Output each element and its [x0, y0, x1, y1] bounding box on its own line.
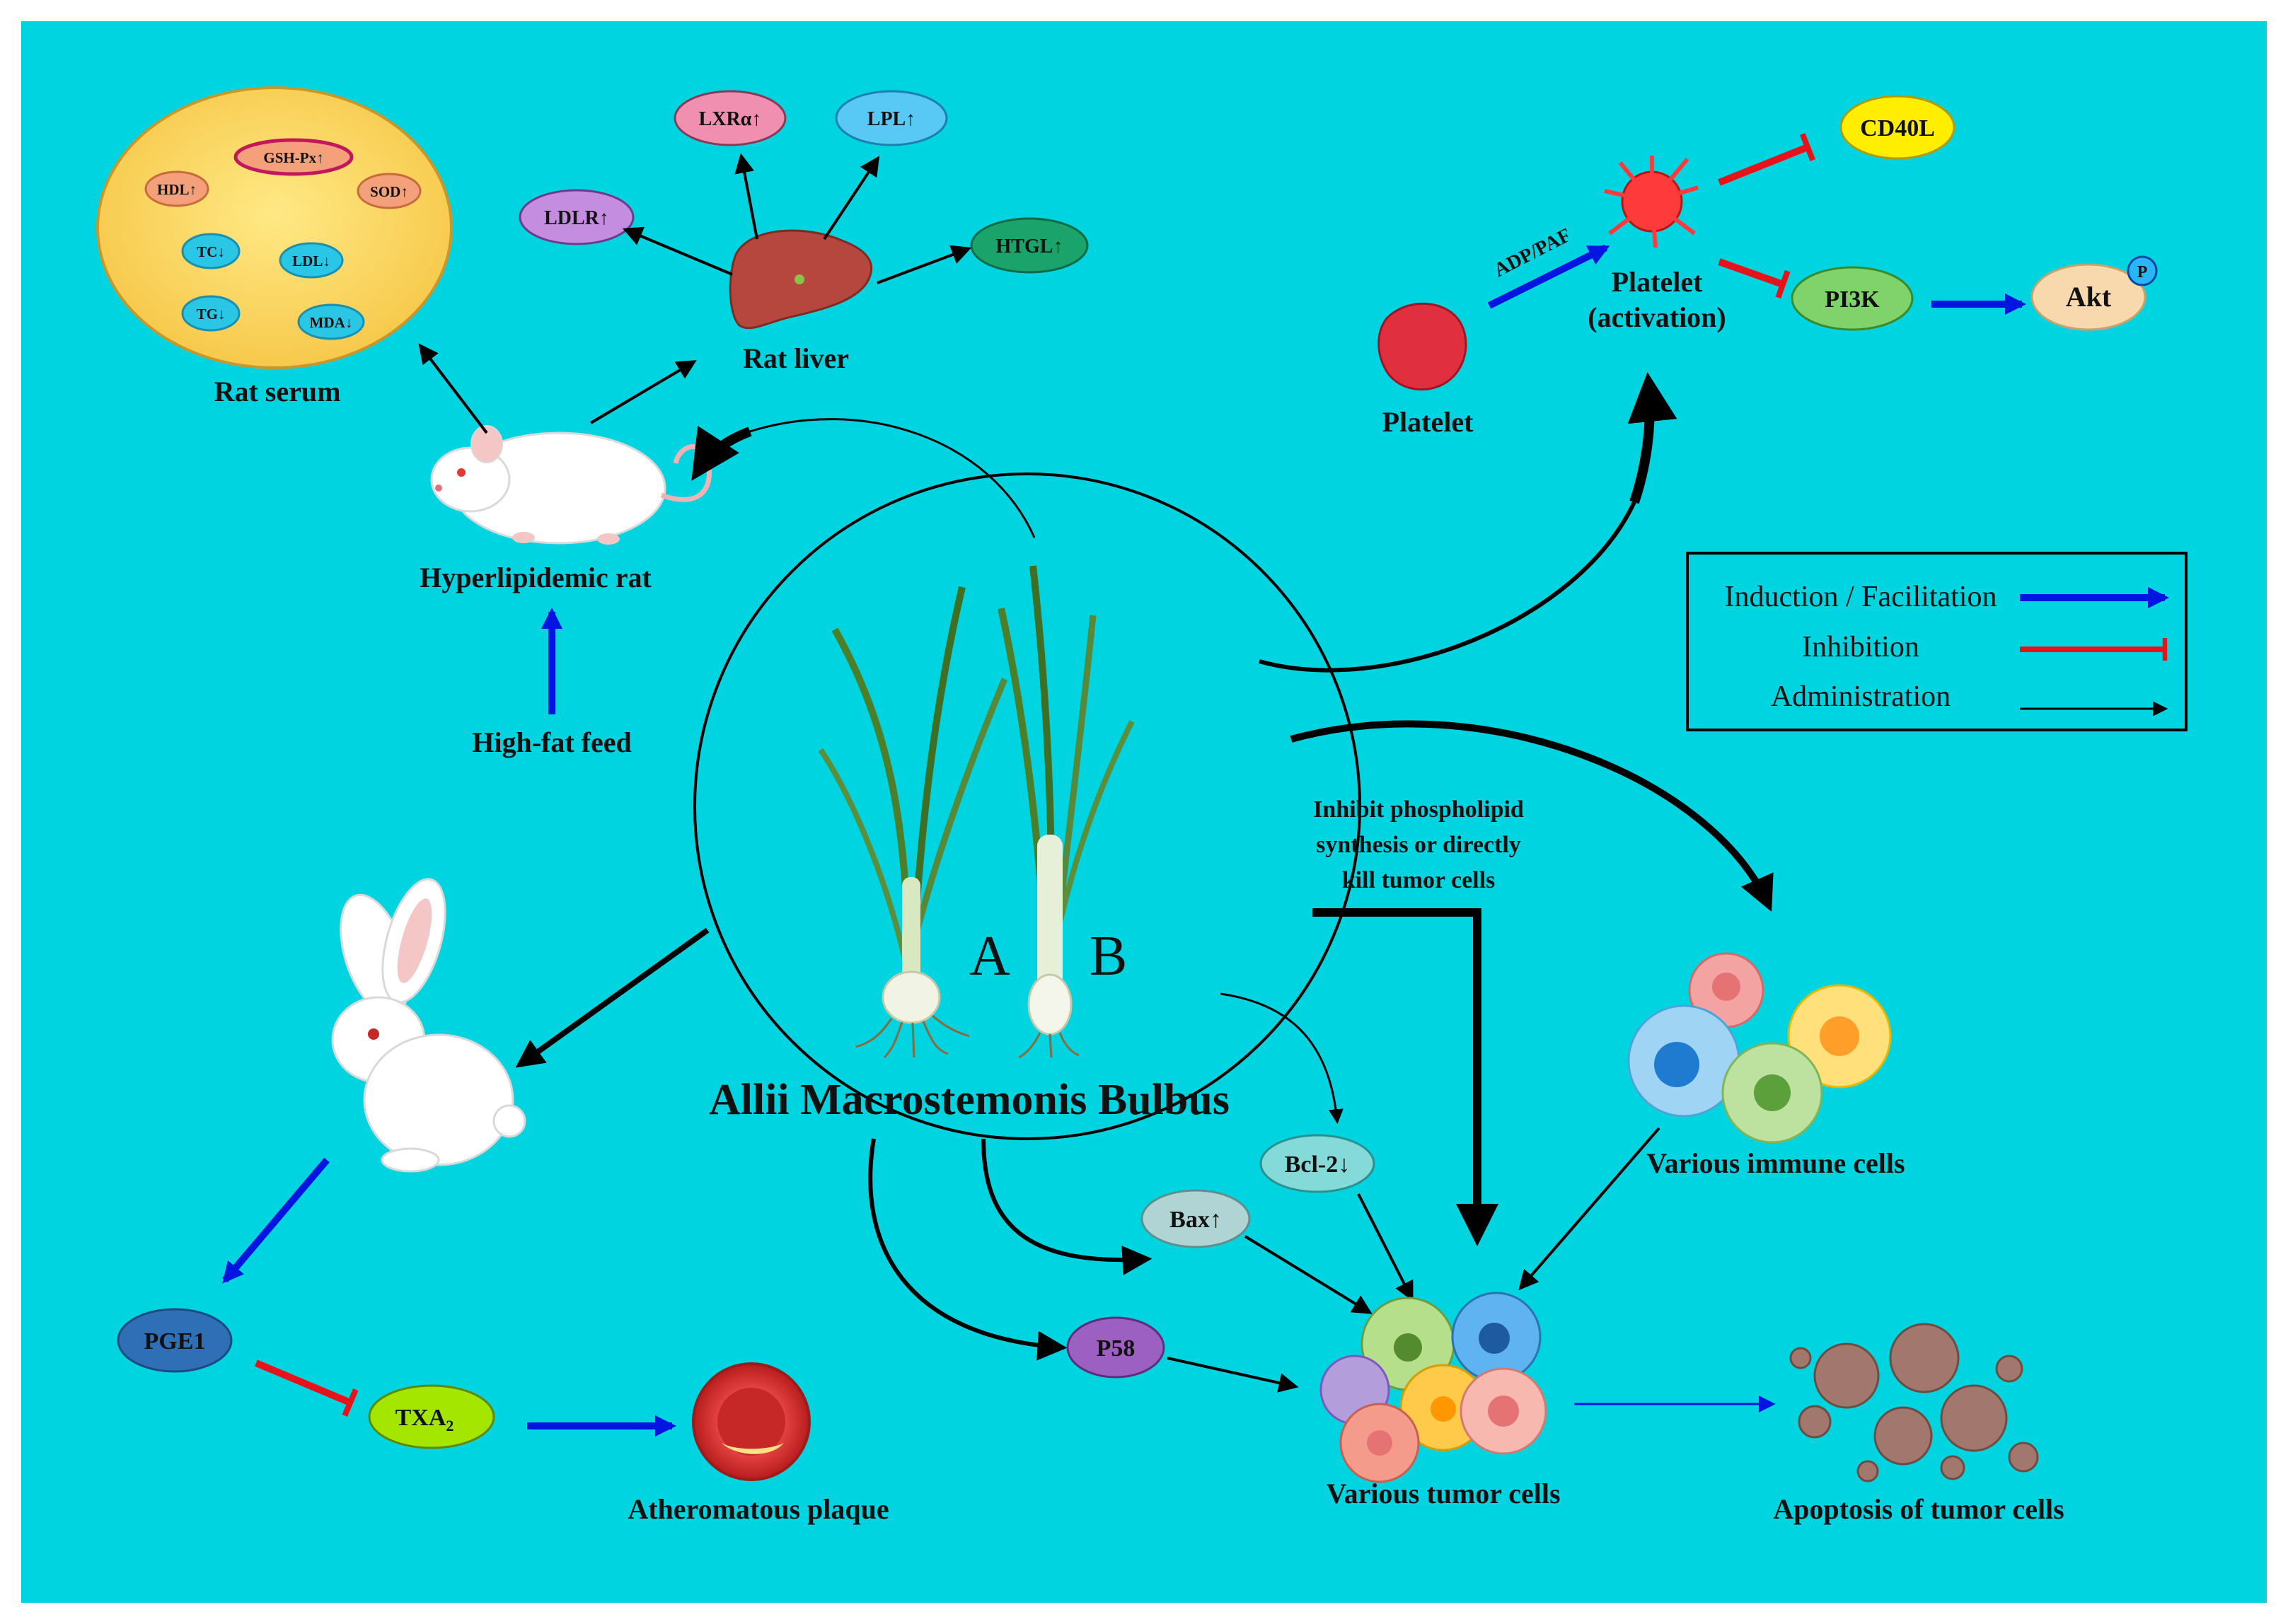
admin-to-bax-arrow: [981, 1138, 1152, 1275]
svg-text:HTGL↑: HTGL↑: [996, 236, 1063, 257]
liver-item-ldlr: LDLR↑: [519, 189, 635, 245]
svg-text:TXA2: TXA2: [395, 1405, 454, 1434]
liver-arrows: [622, 153, 972, 284]
hyperlipidemic-rat-label: Hyperlipidemic rat: [420, 562, 652, 593]
resting-platelet-icon: [1377, 302, 1467, 391]
svg-text:SOD↑: SOD↑: [370, 183, 408, 200]
admin-to-rabbit-arrow: [515, 927, 710, 1068]
akt-node: Akt P: [2030, 255, 2158, 331]
legend-induction-label: Induction / Facilitation: [1725, 581, 1997, 613]
plant-b-label: B: [1090, 925, 1127, 987]
phospho-badge: [2127, 255, 2158, 286]
admin-to-p58-arrow: [868, 1138, 1068, 1361]
liver-item-htgl: HTGL↑: [970, 217, 1089, 274]
immune-cells-label: Various immune cells: [1646, 1147, 1905, 1179]
bax-node: Bax↑: [1140, 1189, 1251, 1248]
apoptotic-cells-illustration: [1789, 1323, 2039, 1483]
bcl2-node: Bcl-2↓: [1259, 1134, 1375, 1193]
admin-to-rat-arrow: [749, 418, 1036, 538]
center-circle: [693, 472, 1361, 1140]
kill-tumor-arrow: [1312, 908, 1498, 1246]
high-fat-feed-label: High-fat feed: [472, 726, 632, 758]
tumor-note-line1: Inhibit phospholipid: [1313, 796, 1524, 823]
plant-a-label: A: [969, 925, 1010, 987]
liver-item-lxra: LXRα↑: [674, 90, 787, 146]
rat-liver-label: Rat liver: [743, 342, 849, 374]
svg-text:HDL↑: HDL↑: [157, 181, 197, 198]
svg-text:LXRα↑: LXRα↑: [699, 108, 762, 130]
atheromatous-plaque-label: Atheromatous plaque: [628, 1493, 889, 1525]
svg-text:PGE1: PGE1: [144, 1328, 206, 1355]
tumor-cells-illustration: [1319, 1292, 1547, 1483]
activated-platelet-icon: [1604, 156, 1699, 248]
serum-item-tc: TC↓: [181, 233, 241, 269]
svg-text:Bax↑: Bax↑: [1169, 1207, 1222, 1233]
activated-platelet-label-line1: Platelet: [1612, 266, 1703, 298]
rat-liver-illustration: [729, 229, 873, 330]
immune-cells-illustration: [1627, 952, 1892, 1144]
admin-to-immune-arrow: [1290, 720, 1774, 912]
cd40l-node: CD40L: [1839, 95, 1955, 160]
apoptosis-label: Apoptosis of tumor cells: [1773, 1493, 2064, 1525]
liver-item-lpl: LPL↑: [835, 90, 948, 146]
svg-text:MDA↓: MDA↓: [310, 314, 353, 331]
svg-text:P58: P58: [1097, 1335, 1136, 1362]
center-title: Allii Macrostemonis Bulbus: [709, 1076, 1230, 1124]
svg-text:LDL↓: LDL↓: [292, 253, 330, 269]
tumor-note-line2: synthesis or directly: [1316, 832, 1521, 858]
legend-administration-label: Administration: [1771, 680, 1951, 713]
svg-text:PI3K: PI3K: [1825, 286, 1880, 313]
rat-illustration: [430, 425, 712, 545]
legend-inhibition-label: Inhibition: [1802, 631, 1919, 663]
serum-item-hdl: HDL↑: [144, 170, 209, 207]
tumor-note-line3: kill tumor cells: [1342, 867, 1496, 893]
activated-platelet-label-line2: (activation): [1588, 301, 1726, 333]
p58-node: P58: [1066, 1316, 1165, 1379]
rat-arrows: [418, 343, 1036, 714]
plaque-illustration: [692, 1362, 811, 1481]
plant-a-illustration: [818, 586, 1008, 1059]
svg-text:TC↓: TC↓: [197, 243, 225, 260]
pi3k-node: PI3K: [1791, 266, 1914, 331]
serum-item-tg: TG↓: [181, 295, 241, 332]
svg-text:Bcl-2↓: Bcl-2↓: [1285, 1152, 1351, 1178]
platelet-inhibits-cd40l: [1718, 132, 1816, 186]
center-plant-group: A B: [693, 472, 1361, 1140]
rabbit-to-pge1-arrow: [222, 1157, 330, 1284]
resting-platelet-label: Platelet: [1382, 406, 1474, 438]
admin-to-platelet-arrow: [1259, 501, 1636, 673]
legend-box: Induction / Facilitation Inhibition Admi…: [1686, 552, 2188, 731]
svg-text:TG↓: TG↓: [197, 306, 226, 323]
rat-serum-disc: [96, 86, 453, 369]
pge1-node: PGE1: [117, 1308, 233, 1373]
pge1-inhibits-txa2: [255, 1359, 359, 1417]
svg-text:LDLR↑: LDLR↑: [544, 207, 609, 229]
svg-text:LPL↑: LPL↑: [867, 108, 915, 130]
adp-paf-arrow: [1487, 244, 1610, 309]
rat-serum-group: GSH-Px↑ HDL↑ SOD↑ TC↓ LDL↓ TG↓ MDA↓: [96, 86, 453, 369]
serum-item-sod: SOD↑: [357, 173, 422, 209]
serum-item-gsh-px: GSH-Px↑: [233, 138, 354, 176]
svg-text:CD40L: CD40L: [1860, 115, 1935, 141]
plant-b-illustration: [998, 565, 1135, 1059]
rat-serum-label: Rat serum: [214, 376, 341, 407]
serum-item-ldl: LDL↓: [279, 242, 344, 279]
to-tumor-arrows: [1167, 1127, 1660, 1393]
svg-text:P: P: [2137, 263, 2148, 282]
rabbit-illustration: [331, 878, 526, 1173]
platelet-inhibits-pi3k: [1718, 258, 1791, 299]
tumor-cells-label: Various tumor cells: [1326, 1478, 1560, 1509]
txa2-node: TXA2: [368, 1384, 495, 1449]
svg-text:GSH-Px↑: GSH-Px↑: [263, 149, 323, 166]
serum-item-mda: MDA↓: [297, 303, 365, 340]
svg-text:Akt: Akt: [2066, 281, 2112, 313]
admin-to-bcl2-arrow: [1220, 992, 1344, 1125]
